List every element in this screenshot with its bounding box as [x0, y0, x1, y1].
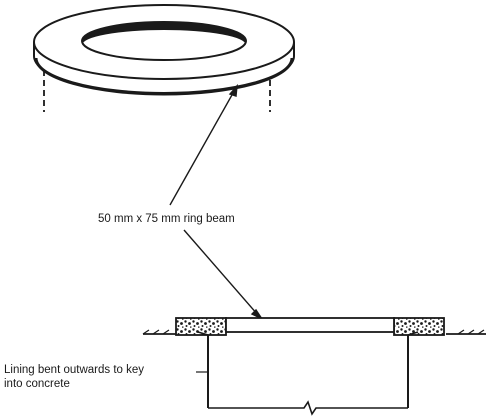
- ring-beam-perspective: [33, 4, 295, 96]
- leader-to-ring: [169, 83, 238, 206]
- lining-bend-right: [407, 331, 419, 336]
- ring-dashed-legs: [43, 70, 271, 112]
- ring-beam-section-right: [393, 317, 445, 336]
- bottom-break-line: [208, 400, 408, 416]
- section-view: [142, 317, 486, 416]
- lining-label-line-2: into concrete: [4, 378, 70, 390]
- ring-underside-shadow: [34, 57, 294, 96]
- lining-label-line-1: Lining bent outwards to key: [4, 364, 145, 376]
- ring-beam-label: 50 mm x 75 mm ring beam: [98, 213, 235, 225]
- lining-bend-left: [197, 331, 209, 336]
- cover-slab: [225, 317, 395, 333]
- ring-inner-wall: [82, 22, 246, 45]
- leader-to-section: [183, 229, 265, 321]
